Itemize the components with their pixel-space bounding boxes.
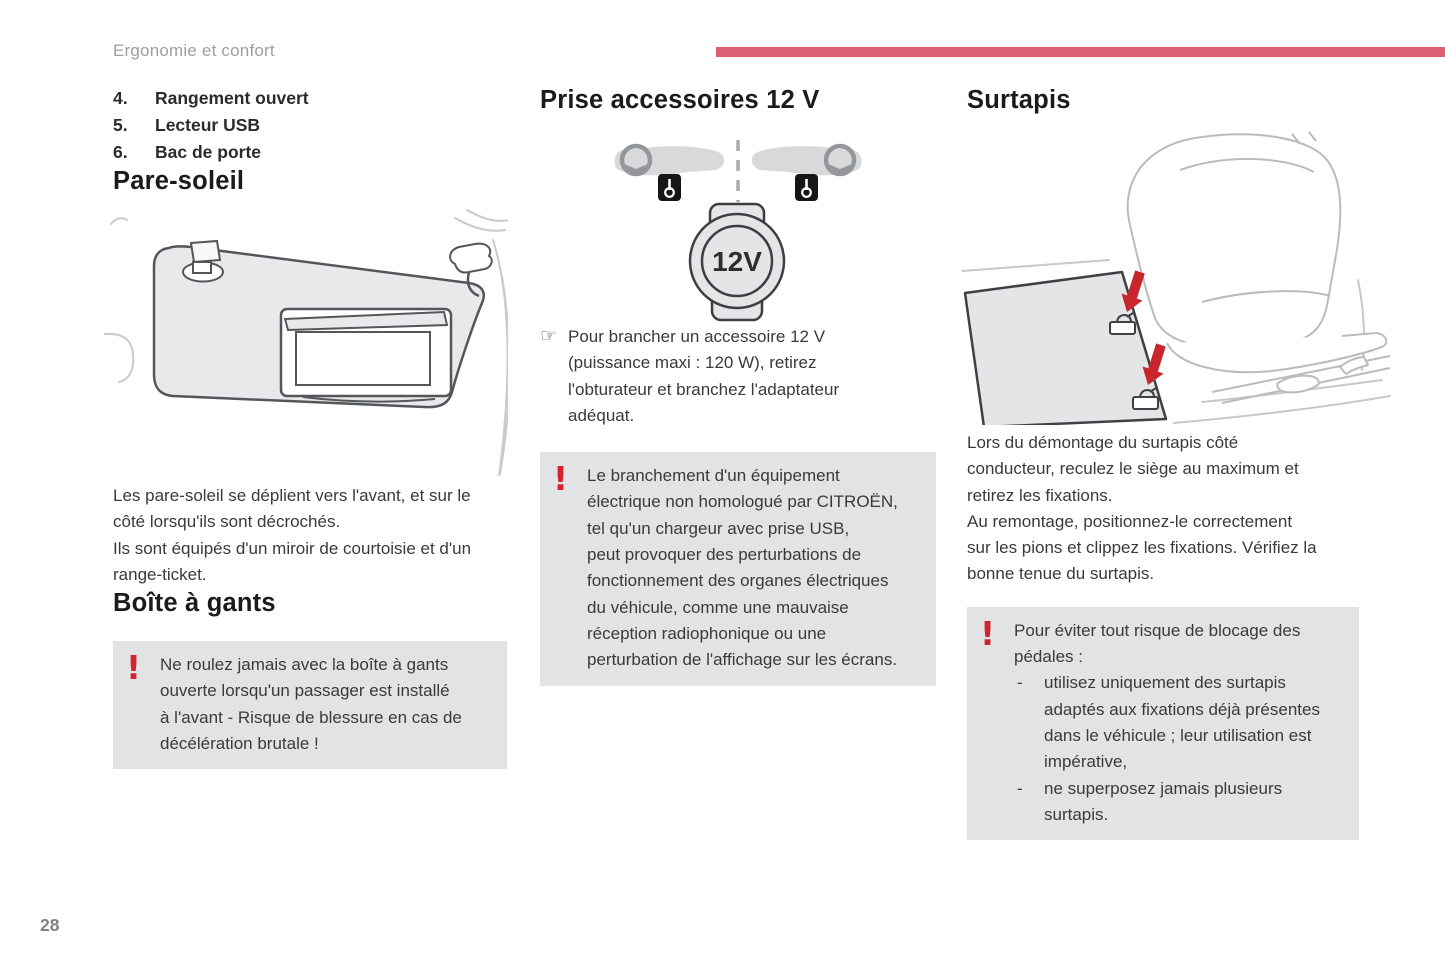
pedals-warning-intro: Pour éviter tout risque de blocage des p… — [1014, 620, 1301, 667]
section-title-prise-accessoires: Prise accessoires 12 V — [540, 86, 820, 114]
warning-exclamation-icon: ! — [126, 648, 142, 688]
socket-location-tag — [658, 174, 681, 201]
pointing-hand-icon: ☞ — [540, 326, 558, 347]
chapter-title: Ergonomie et confort — [113, 41, 275, 60]
instruction-row: ☞ Pour brancher un accessoire 12 V (puis… — [540, 324, 936, 429]
column-middle: Prise accessoires 12 V — [540, 85, 936, 686]
section-title-pare-soleil: Pare-soleil — [113, 167, 245, 195]
dashboard-lhd — [614, 143, 725, 201]
warning-box-pedals: ! Pour éviter tout risque de blocage des… — [967, 606, 1359, 841]
red-arrow — [1142, 343, 1166, 385]
red-arrow — [1121, 270, 1145, 312]
section-title-boite-a-gants: Boîte à gants — [113, 589, 276, 618]
mat-fixation-clip — [1132, 387, 1159, 410]
socket-location-tag — [795, 174, 818, 201]
accent-bar — [716, 47, 1445, 57]
warning-list-item: - utilisez uniquement des surtapis adapt… — [1014, 670, 1349, 775]
electrical-warning-text: Le branchement d'un équipement électriqu… — [587, 466, 898, 670]
warning-list-item-text: ne superposez jamais plusieurs surtapis. — [1044, 778, 1283, 824]
warning-list-item-text: utilisez uniquement des surtapis adaptés… — [1044, 673, 1320, 772]
warning-box-glovebox: ! Ne roulez jamais avec la boîte à gants… — [113, 641, 507, 770]
steering-wheel-icon — [619, 143, 653, 177]
column-left: 4. Rangement ouvert 5. Lecteur USB 6. Ba… — [104, 85, 508, 770]
sun-visor-illustration — [104, 209, 508, 476]
list-dash: - — [1017, 673, 1023, 693]
car-interior-outline — [104, 209, 508, 476]
list-dash: - — [1017, 778, 1023, 798]
page-number: 28 — [40, 915, 60, 935]
legend-list: 4. Rangement ouvert 5. Lecteur USB 6. Ba… — [113, 85, 507, 166]
column-right: Surtapis — [962, 85, 1391, 841]
dashboard-rhd — [751, 143, 862, 201]
12v-socket: 12V — [688, 202, 786, 322]
legend-item-label: Lecteur USB — [155, 115, 261, 135]
legend-item-label: Bac de porte — [155, 142, 261, 162]
warning-list-item: - ne superposez jamais plusieurs surtapi… — [1014, 776, 1349, 829]
legend-item-number: 4. — [113, 88, 128, 108]
legend-item-number: 6. — [113, 142, 128, 162]
legend-item-label: Rangement ouvert — [155, 88, 309, 108]
socket-label: 12V — [712, 246, 762, 277]
steering-wheel-icon — [823, 143, 857, 177]
legend-item: 6. Bac de porte — [113, 139, 507, 166]
surtapis-body: Lors du démontage du surtapis côté condu… — [967, 433, 1317, 584]
12v-socket-illustration: 12V — [614, 140, 862, 322]
socket-instruction-text: Pour brancher un accessoire 12 V (puissa… — [568, 327, 840, 425]
legend-item-number: 5. — [113, 115, 128, 135]
warning-exclamation-icon: ! — [980, 613, 996, 653]
visor-clip — [182, 239, 224, 283]
mat-fixation-clip — [1109, 312, 1136, 335]
section-title-surtapis: Surtapis — [967, 86, 1071, 114]
legend-item: 4. Rangement ouvert — [113, 85, 507, 112]
warning-exclamation-icon: ! — [553, 459, 569, 499]
warning-box-electrical: ! Le branchement d'un équipement électri… — [540, 452, 936, 686]
legend-item: 5. Lecteur USB — [113, 112, 507, 139]
glovebox-warning-text: Ne roulez jamais avec la boîte à gants o… — [160, 655, 462, 754]
visor-pivot — [449, 242, 493, 298]
pare-soleil-body: Les pare-soleil se déplient vers l'avant… — [113, 486, 472, 584]
courtesy-mirror — [279, 307, 453, 403]
floor-mat-illustration — [962, 131, 1391, 425]
seat-outline — [1126, 131, 1391, 404]
floor-mat — [963, 270, 1168, 425]
